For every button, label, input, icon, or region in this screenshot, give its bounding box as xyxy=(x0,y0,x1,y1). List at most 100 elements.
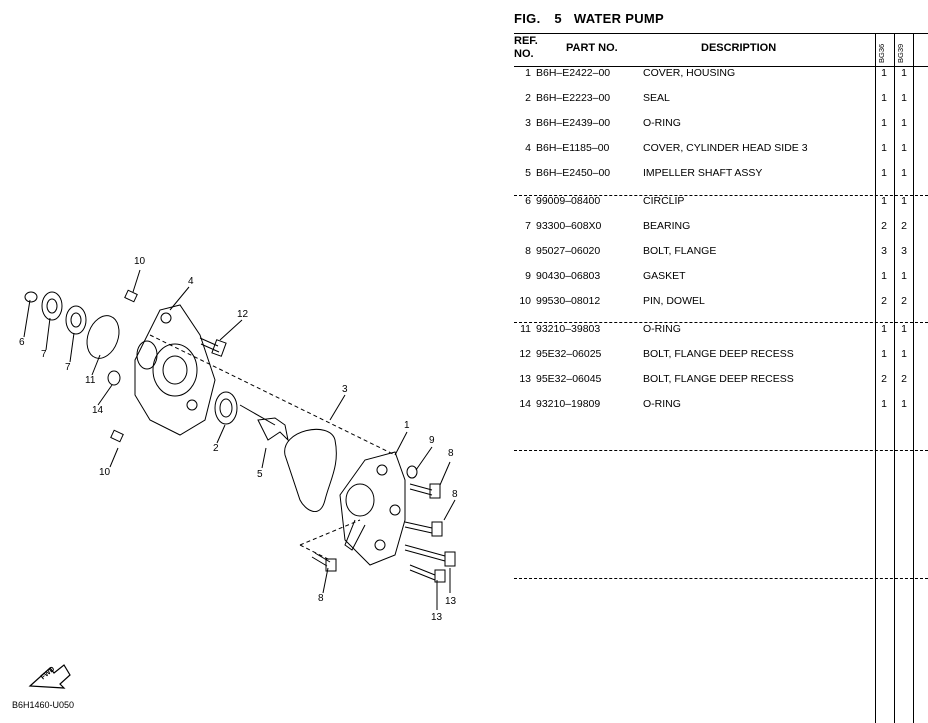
exploded-parts-diagram: 10 4 12 6 7 7 11 14 3 2 5 10 1 9 8 8 8 1… xyxy=(12,256,458,711)
callout-11: 11 xyxy=(85,375,96,386)
callout-12: 12 xyxy=(237,309,249,320)
qty-bg36: 1 xyxy=(881,348,887,360)
header-model-bg36: BG36 xyxy=(877,43,886,63)
header-model-bg39: BG39 xyxy=(896,43,905,63)
callout-1: 1 xyxy=(404,420,410,431)
qty-bg36: 1 xyxy=(881,117,887,129)
part-number: 93300–608X0 xyxy=(536,220,602,232)
table-row: 13 95E32–06045 BOLT, FLANGE DEEP RECESS … xyxy=(514,373,928,387)
table-row: 8 95027–06020 BOLT, FLANGE 3 3 xyxy=(514,245,928,259)
qty-bg39: 2 xyxy=(901,295,907,307)
ref-no: 8 xyxy=(525,245,531,257)
qty-bg36: 1 xyxy=(881,67,887,79)
callout-13: 13 xyxy=(445,596,457,607)
qty-bg39: 3 xyxy=(901,245,907,257)
header-description: DESCRIPTION xyxy=(701,42,777,54)
qty-bg36: 2 xyxy=(881,295,887,307)
table-row: 11 93210–39803 O-RING 1 1 xyxy=(514,323,928,337)
ref-no: 6 xyxy=(525,195,531,207)
part-number: 90430–06803 xyxy=(536,270,601,282)
qty-bg39: 1 xyxy=(901,142,907,154)
part-description: SEAL xyxy=(643,92,670,104)
qty-bg39: 1 xyxy=(901,348,907,360)
part-number: 95E32–06045 xyxy=(536,373,602,385)
part-number: 95E32–06025 xyxy=(536,348,602,360)
callout-8: 8 xyxy=(452,489,458,500)
parts-table: REF. NO. PART NO. DESCRIPTION BG36 BG39 … xyxy=(514,33,928,723)
ref-no: 9 xyxy=(525,270,531,282)
qty-bg36: 1 xyxy=(881,398,887,410)
part-description: BOLT, FLANGE DEEP RECESS xyxy=(643,348,794,360)
callout-8: 8 xyxy=(448,448,454,459)
part-number: B6H–E2439–00 xyxy=(536,117,611,129)
part-number: 99530–08012 xyxy=(536,295,601,307)
part-description: GASKET xyxy=(643,270,686,282)
table-row: 12 95E32–06025 BOLT, FLANGE DEEP RECESS … xyxy=(514,348,928,362)
qty-bg39: 1 xyxy=(901,67,907,79)
callout-7: 7 xyxy=(41,349,47,360)
section-separator xyxy=(514,195,928,196)
table-row: 4 B6H–E1185–00 COVER, CYLINDER HEAD SIDE… xyxy=(514,142,928,156)
diagram-artwork xyxy=(23,269,456,689)
callout-9: 9 xyxy=(429,435,435,446)
part-description: BOLT, FLANGE DEEP RECESS xyxy=(643,373,794,385)
ref-no: 13 xyxy=(519,373,531,385)
part-description: IMPELLER SHAFT ASSY xyxy=(643,167,763,179)
qty-bg36: 1 xyxy=(881,323,887,335)
callout-5: 5 xyxy=(257,469,263,480)
part-description: BEARING xyxy=(643,220,691,232)
model-column-divider xyxy=(913,33,914,723)
ref-no: 3 xyxy=(525,117,531,129)
ref-no: 4 xyxy=(525,142,531,154)
callout-8: 8 xyxy=(318,593,324,604)
section-separator xyxy=(514,450,928,451)
part-number: B6H–E2223–00 xyxy=(536,92,611,104)
header-ref-line1: REF. xyxy=(514,35,538,47)
callout-6: 6 xyxy=(19,337,25,348)
part-description: O-RING xyxy=(643,398,681,410)
qty-bg39: 2 xyxy=(901,373,907,385)
qty-bg39: 2 xyxy=(901,220,907,232)
table-row: 1 B6H–E2422–00 COVER, HOUSING 1 1 xyxy=(514,67,928,81)
fwd-arrow-icon xyxy=(28,664,71,689)
table-row: 6 99009–08400 CIRCLIP 1 1 xyxy=(514,195,928,209)
qty-bg36: 1 xyxy=(881,92,887,104)
part-description: CIRCLIP xyxy=(643,195,685,207)
figure-number: 5 xyxy=(554,11,562,26)
part-number: 93210–19809 xyxy=(536,398,601,410)
ref-no: 5 xyxy=(525,167,531,179)
part-number: 93210–39803 xyxy=(536,323,601,335)
table-row: 9 90430–06803 GASKET 1 1 xyxy=(514,270,928,284)
table-row: 14 93210–19809 O-RING 1 1 xyxy=(514,398,928,412)
ref-no: 7 xyxy=(525,220,531,232)
header-part-no: PART NO. xyxy=(566,42,618,54)
qty-bg36: 1 xyxy=(881,142,887,154)
figure-name: WATER PUMP xyxy=(573,11,665,26)
model-column-divider xyxy=(875,33,876,723)
qty-bg39: 1 xyxy=(901,92,907,104)
qty-bg36: 1 xyxy=(881,167,887,179)
qty-bg39: 1 xyxy=(901,117,907,129)
part-description: BOLT, FLANGE xyxy=(643,245,717,257)
ref-no: 11 xyxy=(520,323,531,335)
document-code: B6H1460-U050 xyxy=(12,700,75,710)
callout-10: 10 xyxy=(134,256,146,267)
qty-bg36: 2 xyxy=(881,373,887,385)
part-description: O-RING xyxy=(643,323,681,335)
table-row: 7 93300–608X0 BEARING 2 2 xyxy=(514,220,928,234)
callout-13: 13 xyxy=(431,612,443,623)
part-number: B6H–E2450–00 xyxy=(536,167,611,179)
qty-bg36: 1 xyxy=(881,195,887,207)
table-row: 3 B6H–E2439–00 O-RING 1 1 xyxy=(514,117,928,131)
figure-title: FIG. 5 WATER PUMP xyxy=(514,11,664,26)
qty-bg39: 1 xyxy=(901,398,907,410)
qty-bg39: 1 xyxy=(901,323,907,335)
qty-bg39: 1 xyxy=(901,195,907,207)
part-description: PIN, DOWEL xyxy=(643,295,705,307)
ref-no: 2 xyxy=(525,92,531,104)
figure-label: FIG. xyxy=(514,11,541,26)
callout-2: 2 xyxy=(213,443,219,454)
table-row: 2 B6H–E2223–00 SEAL 1 1 xyxy=(514,92,928,106)
part-description: COVER, CYLINDER HEAD SIDE 3 xyxy=(643,142,808,154)
ref-no: 12 xyxy=(519,348,531,360)
